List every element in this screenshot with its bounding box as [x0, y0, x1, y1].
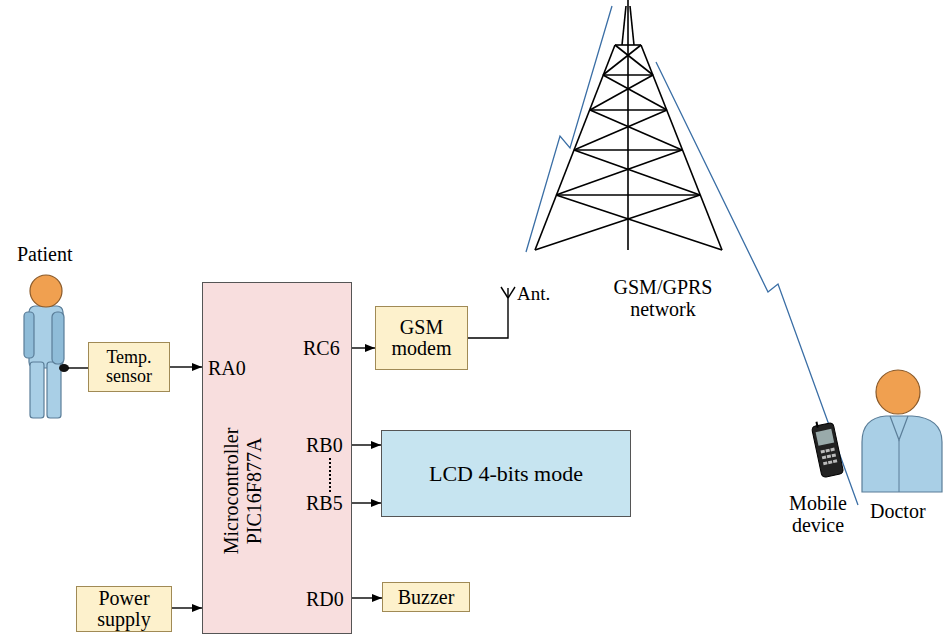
node-text: Power supply: [80, 588, 168, 630]
patient-figure: [24, 275, 88, 418]
pin-name: RD0: [306, 588, 344, 610]
signal-arrow: [170, 366, 202, 367]
signal-arrow: [352, 597, 382, 598]
figure-label: Doctor: [870, 500, 926, 522]
node-text: Microcontroller PIC16F877A: [220, 386, 266, 596]
signal-arrow: [352, 347, 375, 348]
buzzer-box: Buzzer: [382, 582, 470, 612]
signal-arrow: [352, 444, 381, 445]
power-box: Power supply: [76, 586, 172, 632]
phone-symbol: [811, 418, 844, 477]
pin-name: RB5: [306, 492, 343, 514]
pin-name: RB0: [306, 434, 343, 456]
device-label: Mobile device: [771, 492, 865, 536]
sensor-box: Temp. sensor: [88, 342, 170, 392]
tower-symbol: [535, 0, 722, 250]
pin-name: RC6: [303, 337, 340, 359]
figure-label: Patient: [17, 243, 73, 265]
pin-range-dots: [329, 458, 331, 492]
modem-box: GSM modem: [375, 306, 468, 370]
node-text: GSM modem: [379, 317, 464, 359]
doctor-figure: [862, 370, 942, 492]
node-text: LCD 4-bits mode: [429, 462, 583, 485]
signal-arrow: [172, 607, 202, 608]
signal-arrow: [352, 502, 381, 503]
display-box: LCD 4-bits mode: [381, 430, 631, 517]
antenna-symbol: [468, 287, 515, 338]
antenna-label: Ant.: [517, 284, 550, 305]
network-label: GSM/GPRS network: [588, 276, 738, 320]
pin-name: RA0: [208, 357, 246, 379]
node-text: Buzzer: [398, 587, 455, 608]
node-text: Temp. sensor: [92, 348, 166, 386]
